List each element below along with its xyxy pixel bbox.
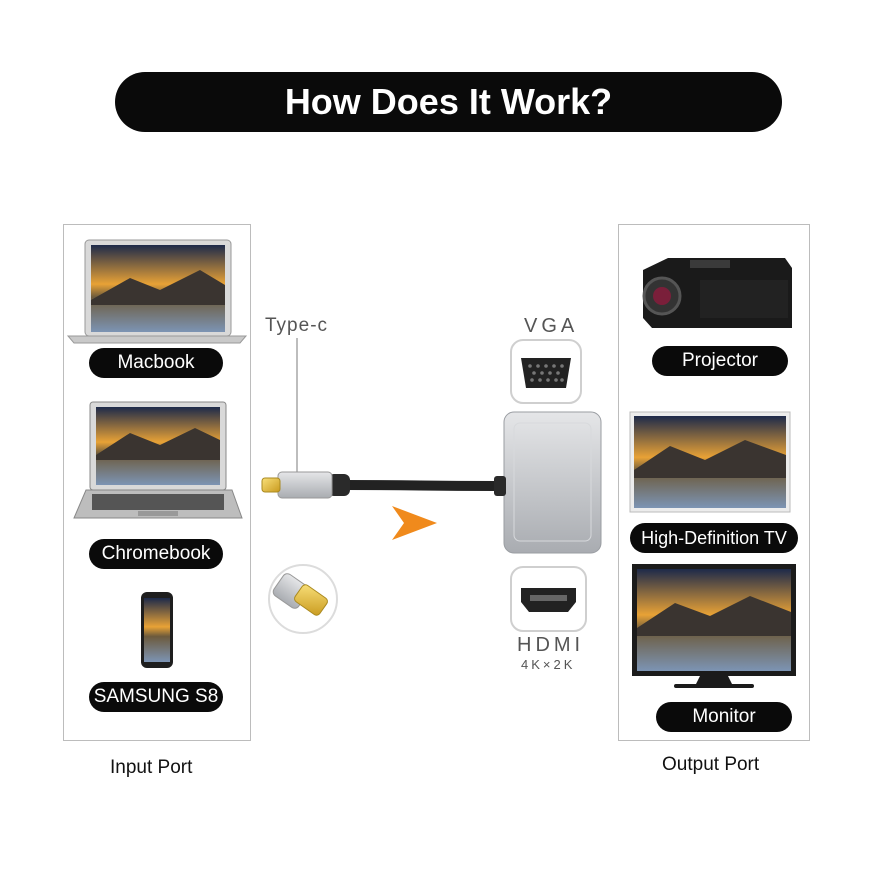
type-c-cable <box>261 338 500 499</box>
output-port-caption: Output Port <box>662 754 760 775</box>
type-c-closeup-icon <box>268 564 338 634</box>
input-port-caption: Input Port <box>110 757 193 778</box>
macbook-label: Macbook <box>89 348 223 378</box>
arrow-icon <box>392 506 437 540</box>
page-title: How Does It Work? <box>115 72 782 132</box>
chromebook-label: Chromebook <box>89 539 223 569</box>
hdtv-label: High-Definition TV <box>630 523 798 553</box>
chromebook-icon <box>73 401 243 519</box>
hdmi-label: HDMI <box>517 634 585 656</box>
projector-icon <box>642 258 792 328</box>
projector-label: Projector <box>652 346 788 376</box>
type-c-label: Type-c <box>265 315 329 336</box>
vga-port-icon <box>510 339 582 404</box>
hdmi-resolution-label: 4K×2K <box>521 657 576 672</box>
monitor-icon <box>632 564 796 688</box>
tv-icon <box>629 411 791 513</box>
samsung-s8-label: SAMSUNG S8 <box>89 682 223 712</box>
hdmi-port-icon <box>510 566 587 632</box>
macbook-icon <box>66 239 248 344</box>
vga-label: VGA <box>524 315 579 337</box>
adapter-hub <box>494 411 602 554</box>
phone-icon <box>141 592 173 668</box>
monitor-label: Monitor <box>656 702 792 732</box>
